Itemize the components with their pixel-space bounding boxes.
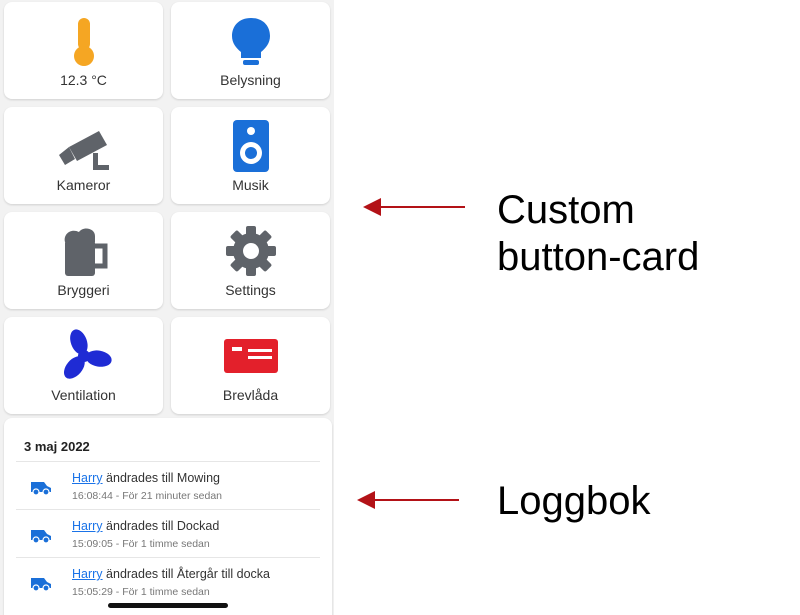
lightbulb-icon <box>222 12 280 70</box>
logbook-entry-text: ändrades till Återgår till docka <box>102 567 271 581</box>
card-ventilation[interactable]: Ventilation <box>4 317 163 414</box>
robot-mower-icon <box>30 575 52 592</box>
card-label: 12.3 °C <box>60 72 107 88</box>
logbook-entry-time: 15:09:05 - För 1 timme sedan <box>72 538 210 550</box>
logbook-entry: Harry ändrades till Dockad 15:09:05 - Fö… <box>16 509 320 557</box>
logbook-entry: Harry ändrades till Återgår till docka 1… <box>16 557 320 605</box>
logbook-entity-link[interactable]: Harry <box>72 567 103 581</box>
mailbox-icon <box>222 327 280 385</box>
logbook-entry-time: 15:05:29 - För 1 timme sedan <box>72 586 210 598</box>
gear-icon <box>222 222 280 280</box>
fan-icon <box>55 327 113 385</box>
annotation-arrow-button-card <box>363 198 465 216</box>
card-brewery[interactable]: Bryggeri <box>4 212 163 309</box>
logbook-date: 3 maj 2022 <box>24 439 90 454</box>
robot-mower-icon <box>30 479 52 496</box>
beer-mug-icon <box>55 222 113 280</box>
dashboard-screen: 12.3 °C Belysning Kameror Musik Bryggeri <box>0 0 334 615</box>
card-label: Settings <box>225 282 276 298</box>
logbook-entity-link[interactable]: Harry <box>72 519 103 533</box>
speaker-icon <box>222 117 280 175</box>
annotation-button-card: Custom button-card <box>497 188 700 279</box>
card-cameras[interactable]: Kameror <box>4 107 163 204</box>
card-lighting[interactable]: Belysning <box>171 2 330 99</box>
card-label: Ventilation <box>51 387 116 403</box>
annotation-logbook: Loggbok <box>497 479 651 523</box>
logbook-entry-message: Harry ändrades till Mowing <box>72 471 220 485</box>
card-label: Kameror <box>56 177 111 193</box>
logbook-entity-link[interactable]: Harry <box>72 471 103 485</box>
card-mailbox[interactable]: Brevlåda <box>171 317 330 414</box>
logbook-entry: Harry ändrades till Mowing 16:08:44 - Fö… <box>16 461 320 509</box>
home-indicator[interactable] <box>108 603 228 608</box>
logbook-entry-time: 16:08:44 - För 21 minuter sedan <box>72 490 223 502</box>
logbook-entry-message: Harry ändrades till Återgår till docka <box>72 567 270 581</box>
logbook-entry-text: ändrades till Mowing <box>102 471 220 485</box>
logbook-entry-text: ändrades till Dockad <box>102 519 220 533</box>
robot-mower-icon <box>30 527 52 544</box>
logbook-entry-message: Harry ändrades till Dockad <box>72 519 219 533</box>
thermometer-icon <box>55 12 113 70</box>
card-temperature[interactable]: 12.3 °C <box>4 2 163 99</box>
card-label: Brevlåda <box>222 387 279 403</box>
cctv-camera-icon <box>55 117 113 175</box>
card-settings[interactable]: Settings <box>171 212 330 309</box>
card-label: Bryggeri <box>57 282 110 298</box>
logbook-card: 3 maj 2022 Harry ändrades till Mowing 16… <box>4 418 332 615</box>
card-label: Belysning <box>220 72 281 88</box>
card-label: Musik <box>232 177 269 193</box>
annotation-arrow-logbook <box>357 491 459 509</box>
card-music[interactable]: Musik <box>171 107 330 204</box>
